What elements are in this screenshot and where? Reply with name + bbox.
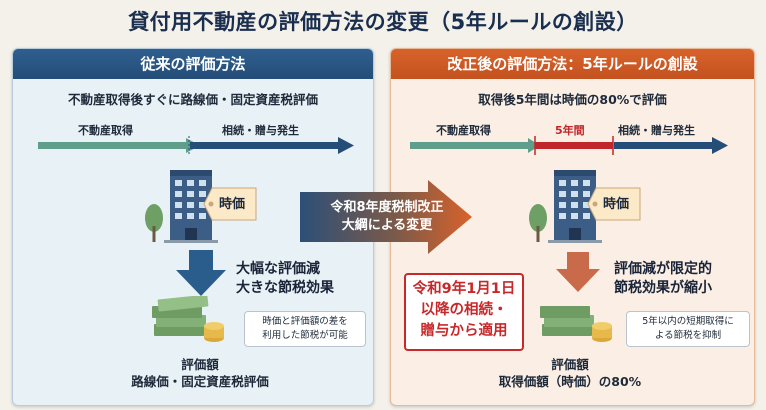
right-timeline-end-label: 相続・贈与発生 [618, 124, 695, 137]
center-line1: 令和8年度税制改正 [330, 200, 444, 215]
tree-icon [529, 204, 547, 242]
left-evaluation: 評価額 路線価・固定資産税評価 [70, 356, 330, 390]
right-price-tag-label: 時価 [603, 197, 630, 212]
right-timeline-start-label: 不動産取得 [436, 124, 491, 137]
right-timeline-arrow [410, 136, 728, 155]
right-evaluation: 評価額 取得価額（時価）の80% [460, 356, 680, 390]
center-line2: 大綱による変更 [341, 218, 433, 233]
left-panel-header: 従来の評価方法 [13, 49, 373, 79]
right-note-line2: よる節税を抑制 [654, 330, 722, 341]
building-icon [164, 170, 218, 243]
redbox-line2: 以降の相続・ [420, 302, 508, 318]
left-subtitle: 不動産取得後すぐに路線価・固定資産税評価 [67, 92, 318, 107]
left-note-line2: 利用した節税が可能 [262, 330, 348, 341]
right-arrow-icon [300, 180, 472, 254]
down-arrow-icon [176, 250, 226, 296]
building-icon [548, 170, 602, 243]
right-timeline-mid-label: 5年間 [555, 124, 585, 137]
right-note-line1: 5年以内の短期取得に [642, 316, 734, 327]
effective-date-box: 令和9年1月1日 以降の相続・ 贈与から適用 [404, 273, 524, 351]
right-note: 5年以内の短期取得に よる節税を抑制 [626, 311, 750, 347]
left-effect-line1: 大幅な評価減 [236, 261, 320, 277]
down-arrow-icon [556, 252, 600, 292]
left-timeline-start-label: 不動産取得 [78, 124, 133, 137]
left-effect-line2: 大きな節税効果 [236, 280, 334, 296]
coin-stack-icon [204, 322, 224, 342]
left-note-line1: 時価と評価額の差を [262, 316, 348, 327]
right-eval-value: 取得価額（時価）の80% [498, 374, 642, 389]
right-panel-header: 改正後の評価方法：5年ルールの創設 [391, 49, 754, 79]
left-note: 時価と評価額の差を 利用した節税が可能 [244, 311, 366, 347]
right-effect: 評価減が限定的 節税効果が縮小 [614, 260, 712, 298]
right-building-illustration [529, 170, 641, 243]
redbox-line1: 令和9年1月1日 [412, 281, 516, 297]
right-subtitle: 取得後5年間は時価の80%で評価 [478, 92, 667, 107]
redbox-line3: 贈与から適用 [420, 323, 508, 339]
left-timeline-end-label: 相続・贈与発生 [222, 124, 299, 137]
money-stack-icon [540, 306, 612, 342]
coin-stack-icon [592, 322, 612, 342]
left-effect: 大幅な評価減 大きな節税効果 [236, 260, 334, 298]
right-eval-label: 評価額 [551, 357, 589, 372]
money-stack-icon [152, 296, 224, 342]
price-tag-icon [203, 187, 257, 221]
left-timeline-arrow [38, 136, 354, 155]
center-change-label: 令和8年度税制改正 大綱による変更 [310, 199, 464, 235]
tree-icon [145, 204, 163, 242]
price-tag-icon [587, 187, 641, 221]
left-building-illustration [145, 170, 257, 243]
right-effect-line1: 評価減が限定的 [614, 261, 712, 277]
right-effect-line2: 節税効果が縮小 [614, 280, 712, 296]
left-price-tag-label: 時価 [219, 197, 246, 212]
left-eval-label: 評価額 [181, 357, 219, 372]
page-title: 貸付用不動産の評価方法の変更（5年ルールの創設） [128, 10, 638, 34]
left-eval-value: 路線価・固定資産税評価 [131, 374, 269, 389]
